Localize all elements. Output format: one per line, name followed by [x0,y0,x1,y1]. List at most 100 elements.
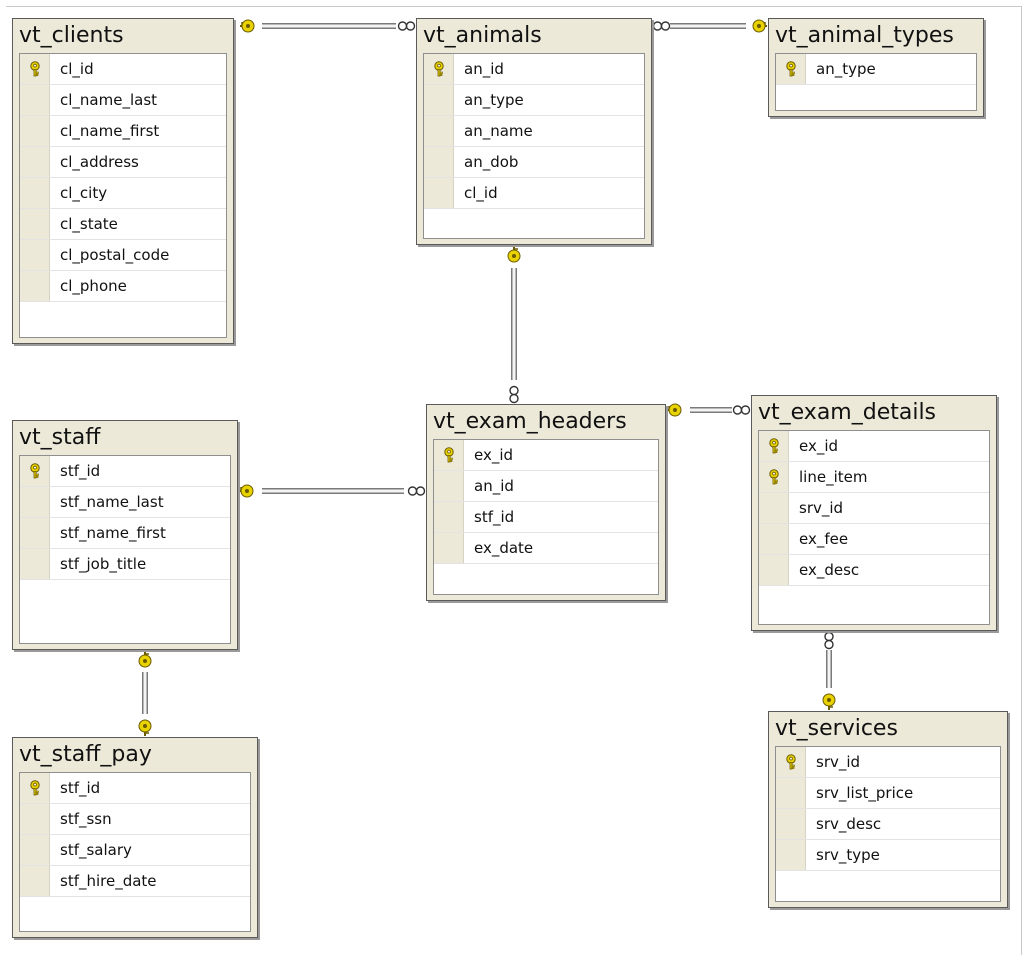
row-selector[interactable] [20,178,50,208]
column-row[interactable]: cl_id [424,178,644,209]
column-row[interactable]: stf_job_title [20,549,230,580]
column-row[interactable]: cl_name_last [20,85,226,116]
row-selector[interactable] [20,271,50,301]
row-selector[interactable] [424,54,454,84]
column-row[interactable]: srv_type [776,840,1000,871]
row-selector[interactable] [759,431,789,461]
row-selector[interactable] [20,549,50,579]
column-row[interactable]: cl_name_first [20,116,226,147]
column-row[interactable]: stf_id [434,502,658,533]
row-selector[interactable] [424,85,454,115]
column-name: stf_id [60,779,101,797]
column-row[interactable]: ex_id [434,440,658,471]
relationship-key-icon [138,651,152,668]
column-row[interactable]: srv_id [759,493,989,524]
primary-key-icon [29,61,41,77]
row-selector[interactable] [20,209,50,239]
column-row[interactable]: ex_fee [759,524,989,555]
column-name: cl_name_first [60,122,160,140]
column-row[interactable]: line_item [759,462,989,493]
relationship-infinity-icon [652,21,671,31]
column-row[interactable]: cl_phone [20,271,226,302]
column-row[interactable]: stf_id [20,773,250,804]
row-selector[interactable] [20,54,50,84]
column-row[interactable]: ex_date [434,533,658,564]
table-title: vt_services [775,716,898,741]
row-selector[interactable] [434,533,464,563]
relationship-infinity-icon [824,631,834,650]
column-name: stf_id [60,462,101,480]
relationship-line-0 [240,19,416,33]
column-row[interactable]: cl_postal_code [20,240,226,271]
column-row[interactable]: srv_list_price [776,778,1000,809]
row-selector[interactable] [434,440,464,470]
table-title: vt_exam_details [758,400,937,425]
column-row[interactable]: an_name [424,116,644,147]
row-selector[interactable] [20,804,50,834]
row-selector[interactable] [776,747,806,777]
column-row[interactable]: ex_desc [759,555,989,586]
row-selector[interactable] [20,240,50,270]
row-selector[interactable] [759,462,789,492]
row-selector[interactable] [759,524,789,554]
column-row[interactable]: ex_id [759,431,989,462]
row-selector[interactable] [424,178,454,208]
row-selector[interactable] [20,487,50,517]
row-selector[interactable] [20,456,50,486]
row-selector[interactable] [20,85,50,115]
column-row[interactable]: srv_id [776,747,1000,778]
row-selector[interactable] [20,518,50,548]
column-row[interactable]: srv_desc [776,809,1000,840]
row-selector[interactable] [424,116,454,146]
row-selector[interactable] [759,555,789,585]
column-row[interactable]: stf_name_last [20,487,230,518]
column-row[interactable]: stf_hire_date [20,866,250,897]
column-row[interactable]: cl_city [20,178,226,209]
column-row[interactable]: an_id [434,471,658,502]
row-selector[interactable] [20,835,50,865]
row-selector[interactable] [434,502,464,532]
column-row[interactable]: an_type [776,54,976,85]
row-selector[interactable] [776,809,806,839]
row-selector[interactable] [434,471,464,501]
primary-key-icon [29,780,41,796]
column-name: line_item [799,468,868,486]
row-selector[interactable] [20,866,50,896]
row-selector[interactable] [776,778,806,808]
row-selector[interactable] [20,773,50,803]
row-selector[interactable] [776,840,806,870]
column-row[interactable]: an_id [424,54,644,85]
primary-key-icon [768,438,780,454]
column-row[interactable]: cl_id [20,54,226,85]
table-vt_animal_types[interactable]: vt_animal_types an_type [768,18,984,117]
row-selector[interactable] [20,147,50,177]
row-selector[interactable] [759,493,789,523]
column-row[interactable]: stf_id [20,456,230,487]
row-selector[interactable] [424,147,454,177]
row-selector[interactable] [20,116,50,146]
column-row[interactable]: stf_salary [20,835,250,866]
row-selector[interactable] [776,54,806,84]
column-row[interactable]: an_type [424,85,644,116]
column-row[interactable]: stf_ssn [20,804,250,835]
column-row[interactable]: cl_address [20,147,226,178]
table-title: vt_staff [19,425,101,450]
relationship-infinity-icon [407,486,426,496]
column-name: stf_salary [60,841,132,859]
primary-key-icon [785,754,797,770]
column-row[interactable]: cl_state [20,209,226,240]
primary-key-icon [29,463,41,479]
column-row[interactable]: an_dob [424,147,644,178]
column-row[interactable]: stf_name_first [20,518,230,549]
